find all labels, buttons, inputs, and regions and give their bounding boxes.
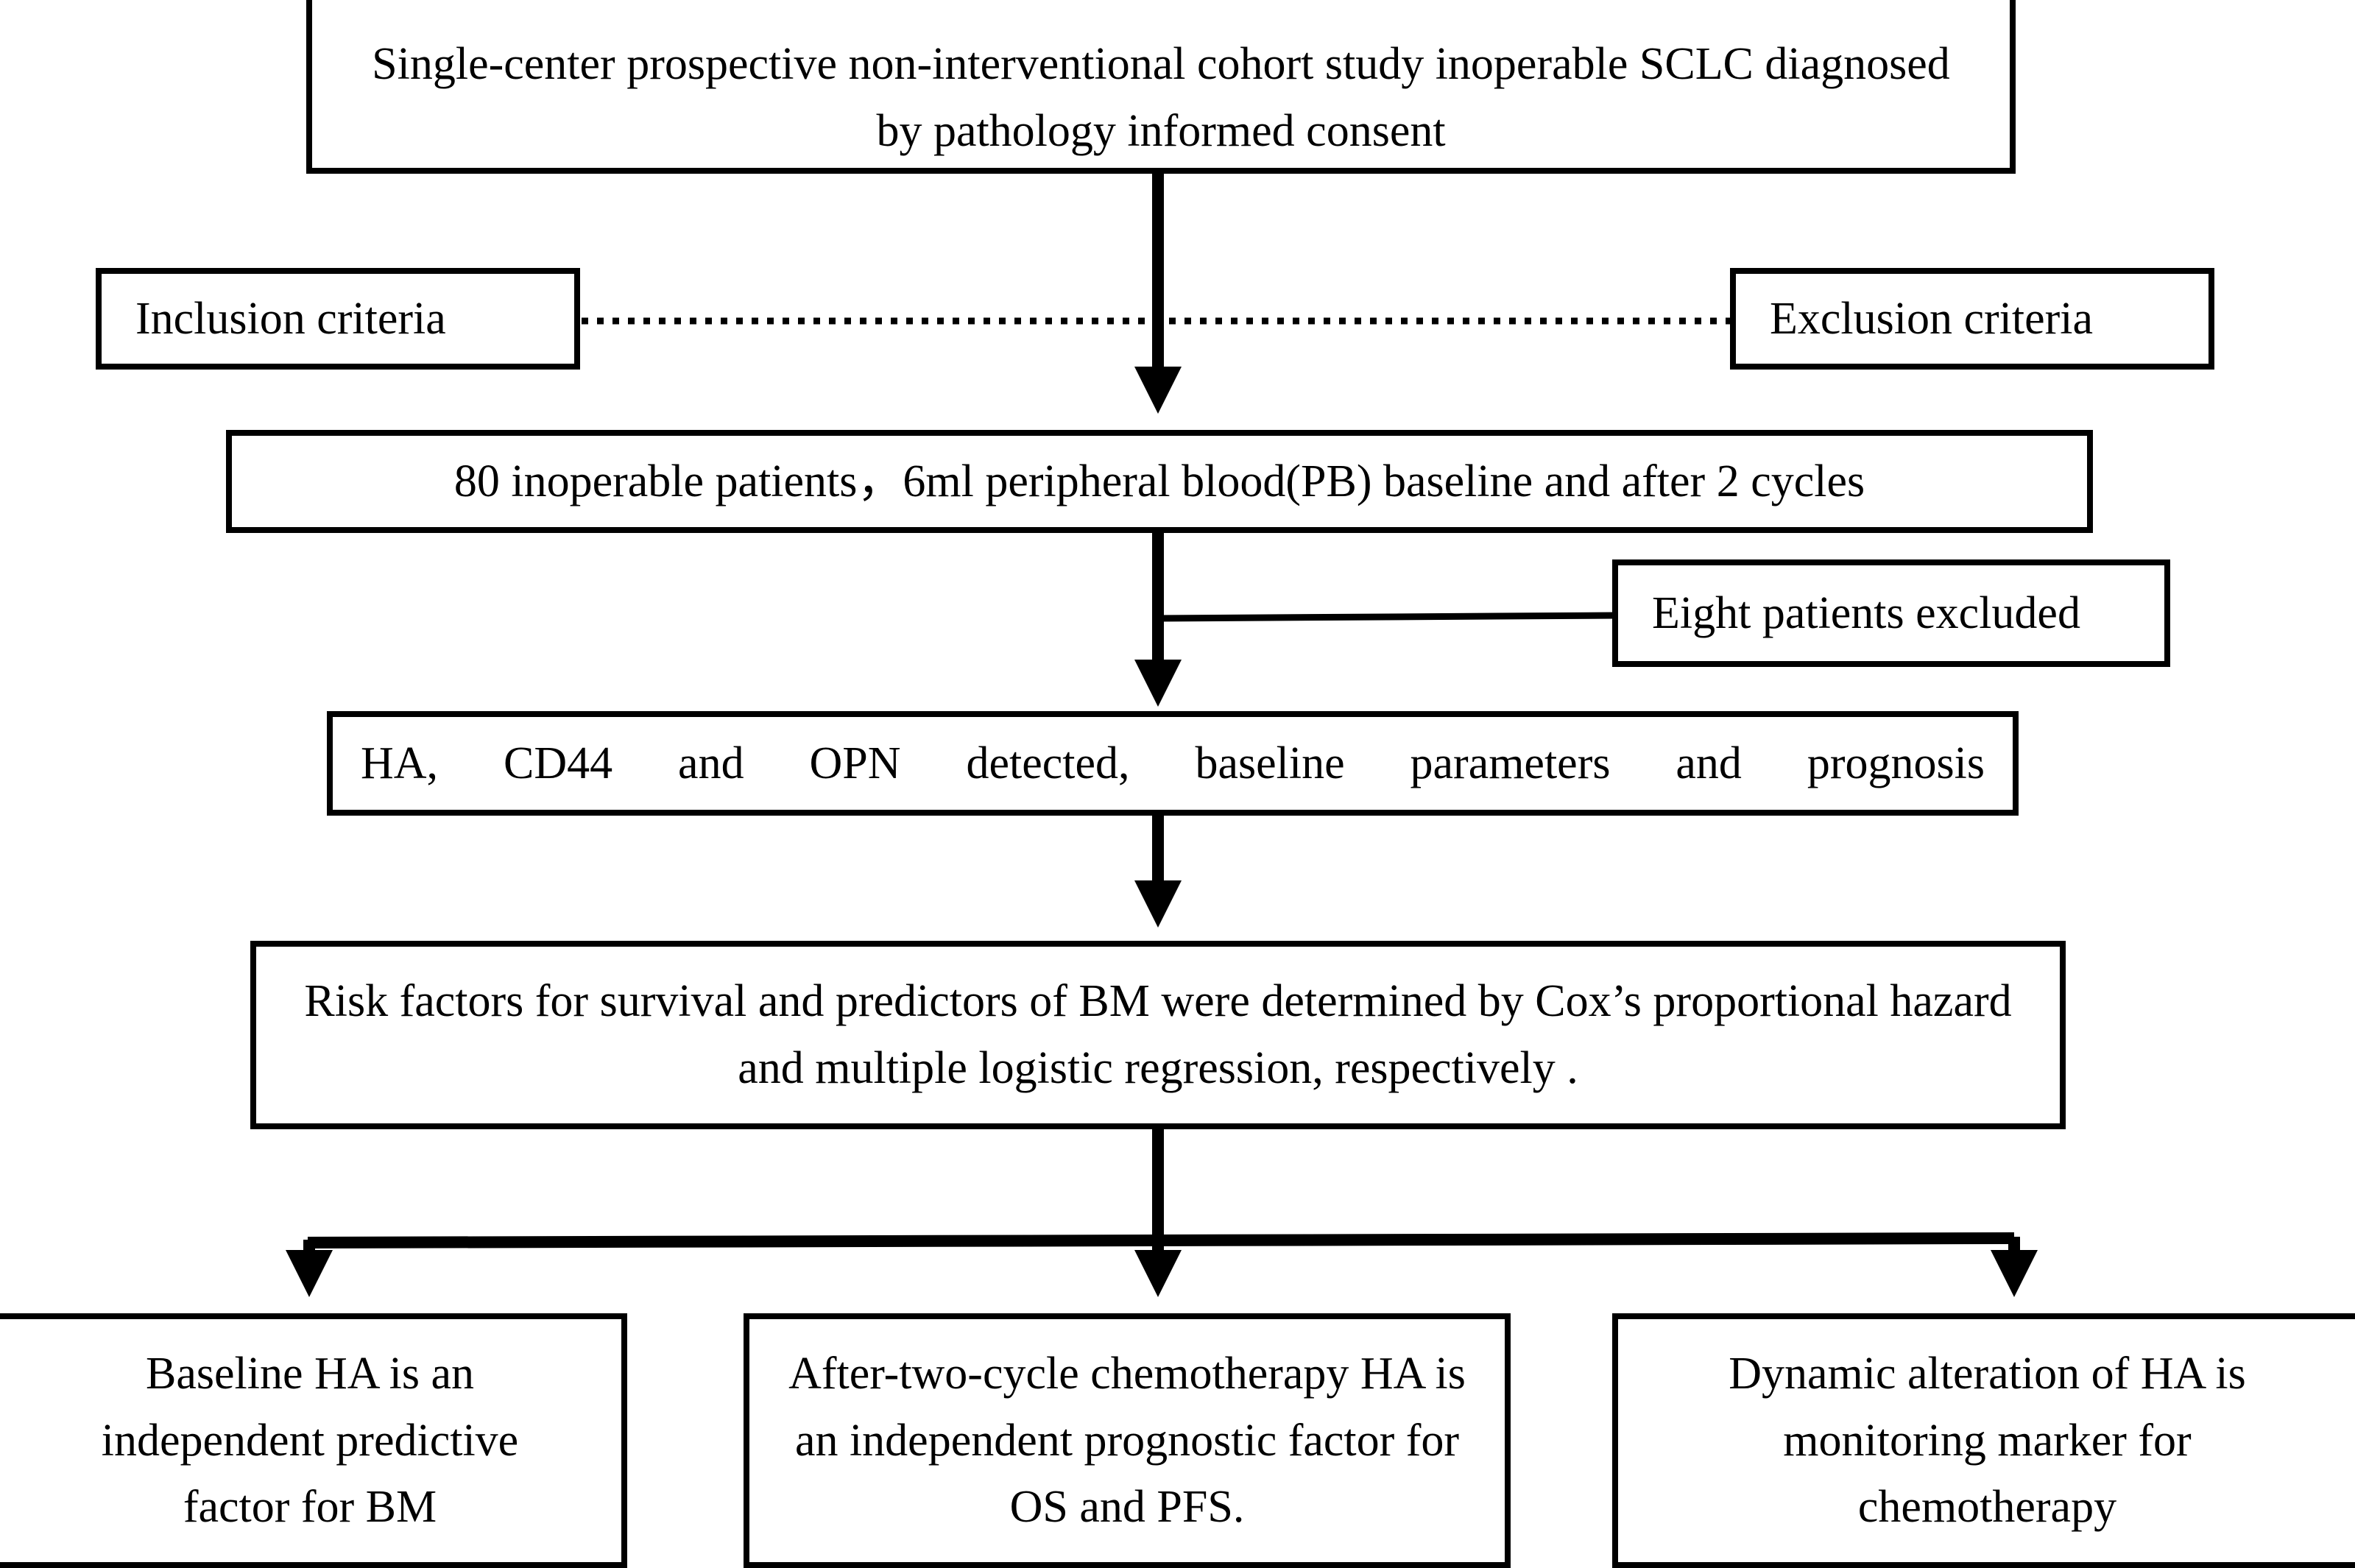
analysis-text: Risk factors for survival and predictors…: [304, 976, 2012, 1093]
detection-text: HA, CD44 and OPN detected, baseline para…: [361, 738, 1985, 788]
detection-box: HA, CD44 and OPN detected, baseline para…: [327, 711, 2019, 816]
excluded-branch-line: [1157, 612, 1616, 622]
predictive-factor-text: Baseline HA is an independent predictive…: [101, 1349, 519, 1533]
prognostic-factor-box: After-two-cycle chemotherapy HA is an in…: [744, 1313, 1511, 1568]
monitoring-marker-text: Dynamic alteration of HA is monitoring m…: [1729, 1349, 2246, 1533]
monitoring-marker-box: Dynamic alteration of HA is monitoring m…: [1612, 1313, 2355, 1568]
excluded-patients-box: Eight patients excluded: [1612, 559, 2170, 667]
excluded-patients-text: Eight patients excluded: [1652, 587, 2080, 638]
predictive-factor-box: Baseline HA is an independent predictive…: [0, 1313, 627, 1568]
analysis-box: Risk factors for survival and predictors…: [250, 941, 2066, 1129]
enrollment-text: 80 inoperable patients，6ml peripheral bl…: [453, 456, 1865, 506]
study-design-box: Single-center prospective non-interventi…: [306, 0, 2016, 174]
enrollment-box: 80 inoperable patients，6ml peripheral bl…: [226, 430, 2093, 533]
exclusion-criteria-label: Exclusion criteria: [1770, 293, 2093, 344]
study-design-text: Single-center prospective non-interventi…: [372, 39, 1950, 156]
inclusion-criteria-box: Inclusion criteria: [96, 268, 580, 370]
exclusion-criteria-box: Exclusion criteria: [1730, 268, 2214, 370]
inclusion-criteria-label: Inclusion criteria: [135, 293, 446, 344]
prognostic-factor-text: After-two-cycle chemotherapy HA is an in…: [788, 1349, 1466, 1533]
